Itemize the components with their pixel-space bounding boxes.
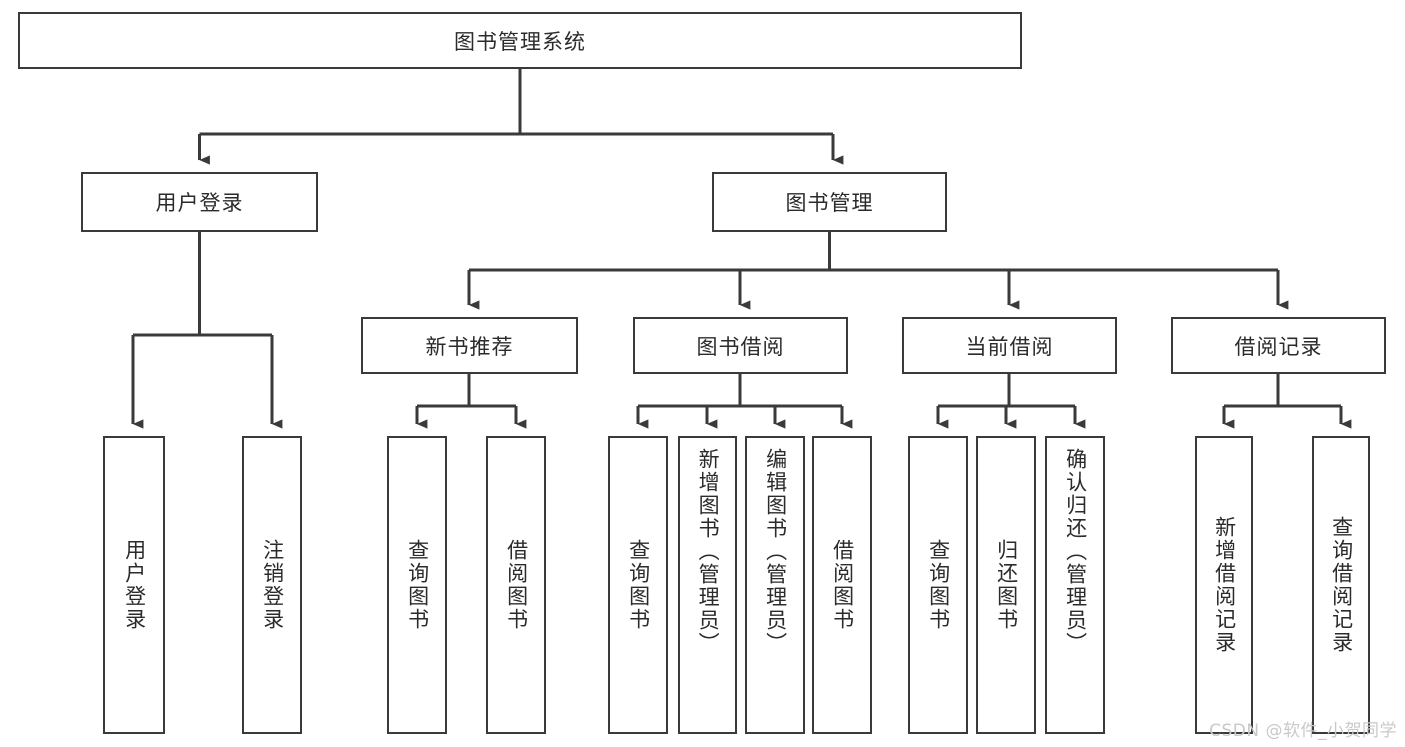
node-label: 当前借阅	[965, 334, 1054, 359]
leaf-label: 新增图书（管理员）	[696, 448, 721, 655]
leaf-return-book[interactable]: 归还图书	[976, 436, 1036, 734]
leaf-label: 用户登录	[122, 539, 147, 631]
leaf-borrow-book[interactable]: 借阅图书	[812, 436, 872, 734]
node-label: 图书管理	[785, 191, 874, 215]
node-label: 借阅记录	[1234, 334, 1323, 359]
leaf-label: 查询借阅记录	[1329, 516, 1354, 654]
node-root-system[interactable]: 图书管理系统	[18, 12, 1022, 69]
leaf-user-login[interactable]: 用户登录	[103, 436, 165, 734]
leaf-label: 新增借阅记录	[1212, 516, 1237, 654]
leaf-label: 查询图书	[626, 539, 651, 631]
node-label: 新书推荐	[425, 334, 514, 359]
leaf-label: 查询图书	[926, 539, 951, 631]
leaf-label: 注销登录	[260, 539, 285, 631]
node-label: 用户登录	[155, 191, 244, 215]
leaf-add-borrow-record[interactable]: 新增借阅记录	[1195, 436, 1253, 734]
leaf-label: 归还图书	[994, 539, 1019, 631]
leaf-label: 借阅图书	[830, 539, 855, 631]
leaf-label: 确认归还（管理员）	[1063, 448, 1088, 655]
node-label: 图书管理系统	[454, 29, 586, 54]
node-book-borrow[interactable]: 图书借阅	[633, 317, 848, 374]
node-new-book-recommend[interactable]: 新书推荐	[361, 317, 578, 374]
node-label: 图书借阅	[696, 334, 785, 359]
node-borrow-record[interactable]: 借阅记录	[1171, 317, 1386, 374]
leaf-query-book-recommend[interactable]: 查询图书	[387, 436, 447, 734]
leaf-confirm-return-admin[interactable]: 确认归还（管理员）	[1045, 436, 1105, 734]
watermark: CSDN @软件_小贺同学	[1209, 721, 1397, 741]
node-current-borrow[interactable]: 当前借阅	[902, 317, 1117, 374]
leaf-borrow-book-recommend[interactable]: 借阅图书	[486, 436, 546, 734]
leaf-label: 借阅图书	[504, 539, 529, 631]
leaf-query-borrow-record[interactable]: 查询借阅记录	[1312, 436, 1370, 734]
leaf-logout[interactable]: 注销登录	[242, 436, 302, 734]
leaf-query-book-borrow[interactable]: 查询图书	[608, 436, 668, 734]
node-book-management[interactable]: 图书管理	[712, 172, 947, 232]
leaf-query-book-current[interactable]: 查询图书	[908, 436, 968, 734]
leaf-label: 查询图书	[405, 539, 430, 631]
leaf-edit-book-admin[interactable]: 编辑图书（管理员）	[745, 436, 805, 734]
leaf-label: 编辑图书（管理员）	[763, 448, 788, 655]
node-user-login[interactable]: 用户登录	[81, 172, 318, 232]
leaf-add-book-admin[interactable]: 新增图书（管理员）	[678, 436, 737, 734]
